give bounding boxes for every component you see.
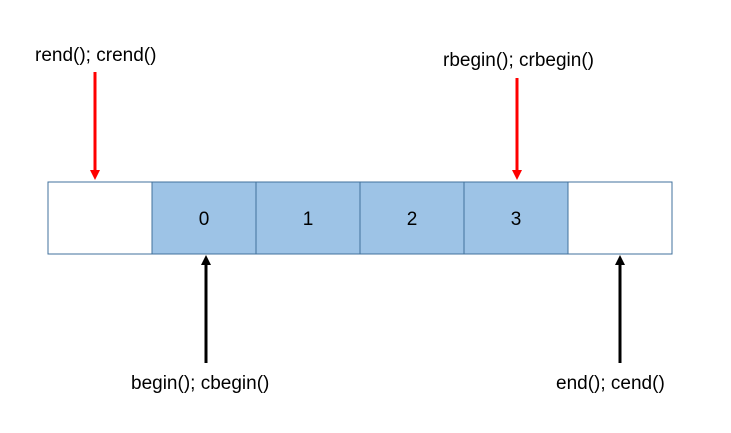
rend-label: rend(); crend() [35, 45, 157, 66]
element-cell [359, 181, 465, 255]
boundary-cell [47, 181, 153, 255]
begin-label: begin(); cbegin() [131, 373, 270, 394]
cell-index-label: 3 [511, 209, 522, 230]
cell-index-label: 2 [407, 209, 418, 230]
cell-index-label: 1 [303, 209, 314, 230]
element-cell [151, 181, 257, 255]
end-label: end(); cend() [556, 373, 665, 394]
boundary-cell [567, 181, 673, 255]
cell-index-label: 0 [199, 209, 210, 230]
array-cells: 0 1 2 3 [47, 181, 673, 255]
rbegin-label: rbegin(); crbegin() [443, 50, 594, 71]
